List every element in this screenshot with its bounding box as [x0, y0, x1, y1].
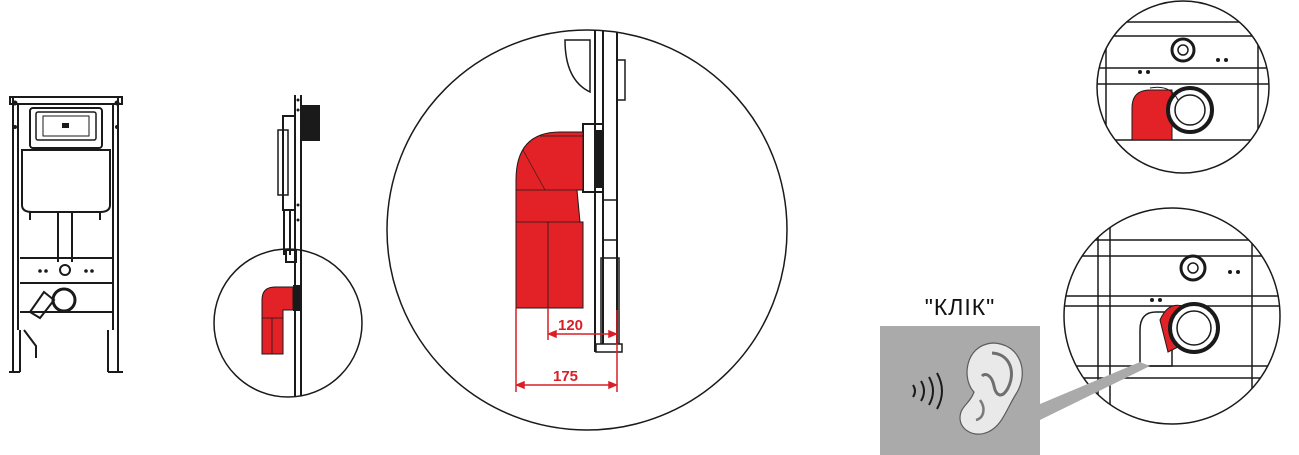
- dimension-label-120: 120: [558, 317, 583, 334]
- callout-pointer: [1040, 362, 1150, 420]
- top-right-holes: [1138, 58, 1228, 74]
- ear-icon: [959, 342, 1023, 435]
- small-detail-content: [261, 250, 302, 397]
- elbow-bend-small: [261, 286, 294, 355]
- frame-side-holes: [296, 98, 300, 222]
- detail-circle-top-right: [1096, 0, 1270, 174]
- dimension-label-175: 175: [553, 368, 578, 385]
- bottom-right-holes: [1150, 270, 1240, 302]
- click-label: "КЛІК": [924, 294, 996, 320]
- dimension-lines: [515, 308, 618, 392]
- detail-circle-large: [386, 29, 788, 431]
- frame-side-view: [277, 95, 320, 372]
- large-detail-content: [515, 30, 626, 392]
- frame-front-holes: [12, 100, 120, 273]
- frame-front-view: [9, 96, 123, 373]
- elbow-bend-large: [515, 131, 584, 309]
- sound-waves-icon: [912, 372, 943, 410]
- detail-circle-small: [213, 248, 363, 398]
